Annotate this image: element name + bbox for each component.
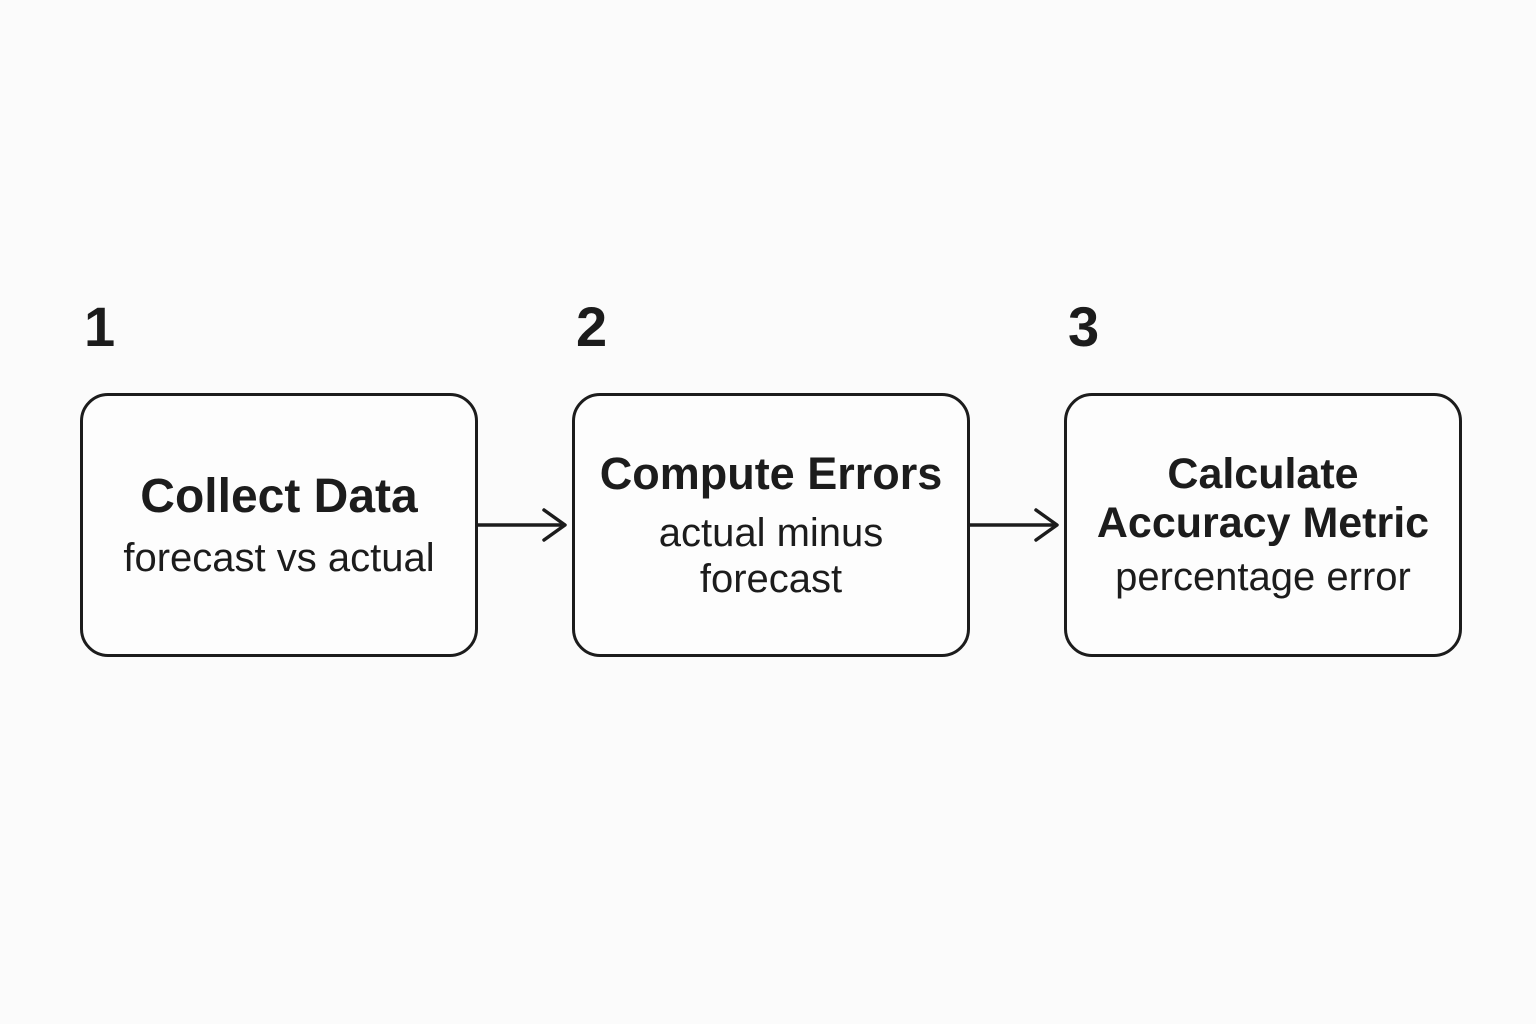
- flow-arrow-icon: [478, 508, 567, 542]
- step-2-title: Compute Errors: [599, 448, 943, 500]
- step-2-box: Compute Errors actual minus forecast: [572, 393, 970, 657]
- step-1-box: Collect Data forecast vs actual: [80, 393, 478, 657]
- step-2-subtitle: actual minus forecast: [658, 510, 884, 601]
- step-1-number: 1: [84, 295, 116, 358]
- step-2-number: 2: [576, 295, 608, 358]
- flow-row: 1 Collect Data forecast vs actual 2 Comp…: [80, 295, 1462, 657]
- step-1-title: Collect Data: [140, 470, 418, 524]
- step-3-subtitle: percentage error: [1115, 555, 1411, 600]
- step-1-subtitle: forecast vs actual: [123, 535, 435, 580]
- step-1: 1 Collect Data forecast vs actual: [80, 295, 478, 657]
- step-3-number: 3: [1068, 295, 1100, 358]
- step-3-box: Calculate Accuracy Metric percentage err…: [1064, 393, 1462, 657]
- step-3-title: Calculate Accuracy Metric: [1096, 449, 1430, 547]
- step-3: 3 Calculate Accuracy Metric percentage e…: [1064, 295, 1462, 657]
- step-2: 2 Compute Errors actual minus forecast: [572, 295, 970, 657]
- flow-arrow-icon: [970, 508, 1059, 542]
